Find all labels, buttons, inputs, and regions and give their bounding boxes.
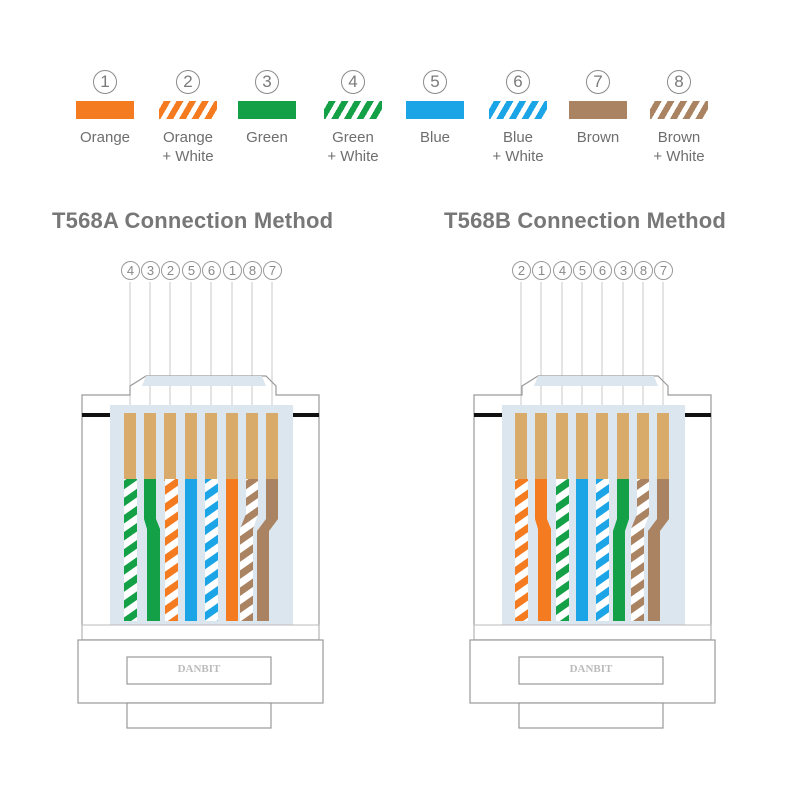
- green-white-swatch: [324, 101, 382, 119]
- t568b-title: T568B Connection Method: [444, 208, 727, 233]
- brown-white-swatch: [650, 101, 708, 119]
- pin-number-badge: 8: [667, 70, 691, 94]
- pin-badge: 6: [202, 261, 221, 280]
- pin-badge: 4: [121, 261, 140, 280]
- t568a-connector-diagram: 4 3 2 5 6 1 8 7: [76, 258, 326, 733]
- orange-white-swatch: [159, 101, 217, 119]
- legend-item-2: 2 Orange+ White: [143, 70, 233, 166]
- pin-number-badge: 3: [255, 70, 279, 94]
- green-swatch: [238, 101, 296, 119]
- legend-label: Green: [246, 129, 288, 146]
- legend-item-3: 3 Green: [222, 70, 312, 147]
- legend-label: Blue: [419, 129, 451, 146]
- pin-number-badge: 5: [423, 70, 447, 94]
- t568a-title: T568A Connection Method: [52, 208, 334, 233]
- legend-label: Blue+ White: [492, 129, 544, 165]
- pin-badge: 6: [593, 261, 612, 280]
- t568b-connector-diagram: 2 1 4 5 6 3 8 7: [468, 258, 718, 733]
- pin-badge: 8: [634, 261, 653, 280]
- pin-badge: 8: [243, 261, 262, 280]
- pin-badge: 1: [532, 261, 551, 280]
- pin-badge: 5: [573, 261, 592, 280]
- rj45-plug-drawing: [77, 282, 324, 729]
- pin-badge: 4: [553, 261, 572, 280]
- orange-swatch: [76, 101, 134, 119]
- blue-swatch: [406, 101, 464, 119]
- pin-badge: 5: [182, 261, 201, 280]
- legend-label: Brown+ White: [653, 129, 705, 165]
- legend-item-1: 1 Orange: [60, 70, 150, 147]
- legend-label: Orange: [79, 129, 131, 146]
- legend-item-8: 8 Brown+ White: [634, 70, 724, 166]
- legend-item-7: 7 Brown: [553, 70, 643, 147]
- legend-item-6: 6 Blue+ White: [473, 70, 563, 166]
- pin-number-badge: 7: [586, 70, 610, 94]
- legend-label: Green+ White: [327, 129, 379, 165]
- pin-number-badge: 6: [506, 70, 530, 94]
- legend-item-4: 4 Green+ White: [308, 70, 398, 166]
- pin-badge: 2: [512, 261, 531, 280]
- pin-badge: 2: [161, 261, 180, 280]
- pin-badge: 7: [654, 261, 673, 280]
- brown-swatch: [569, 101, 627, 119]
- pin-badge: 1: [223, 261, 242, 280]
- pin-badge: 7: [263, 261, 282, 280]
- pin-number-badge: 4: [341, 70, 365, 94]
- rj45-plug-drawing: [469, 282, 716, 729]
- pin-badge: 3: [141, 261, 160, 280]
- legend-label: Orange+ White: [162, 129, 214, 165]
- blue-white-swatch: [489, 101, 547, 119]
- legend-label: Brown: [576, 129, 620, 146]
- brand-label: DANBIT: [569, 663, 613, 675]
- pin-number-badge: 1: [93, 70, 117, 94]
- pin-badge: 3: [614, 261, 633, 280]
- legend-item-5: 5 Blue: [390, 70, 480, 147]
- brand-label: DANBIT: [177, 663, 221, 675]
- pin-number-badge: 2: [176, 70, 200, 94]
